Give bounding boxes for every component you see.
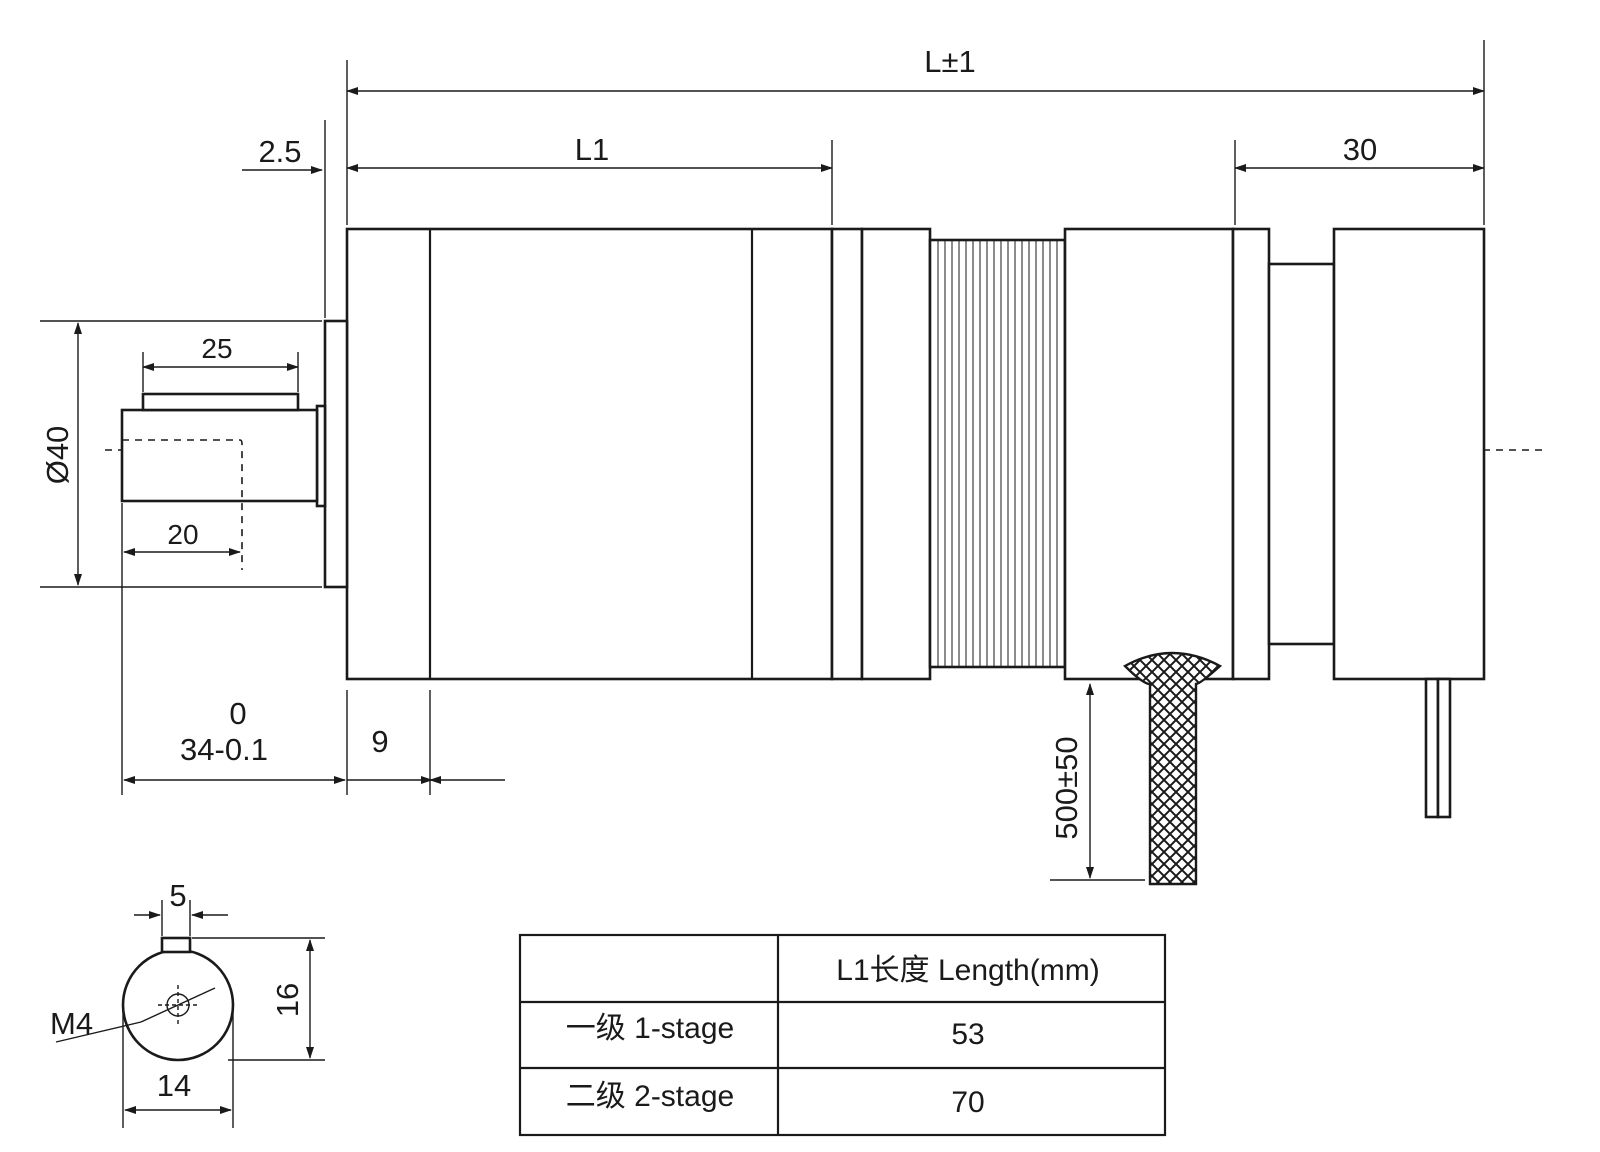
table-row-2-label: 二级 2-stage: [566, 1080, 734, 1113]
lead-wires: [1424, 677, 1452, 819]
shaft-flat-label: 16: [270, 983, 305, 1017]
flange-gap-label: 2.5: [258, 134, 301, 169]
l1-label: L1: [575, 132, 609, 167]
table-row-1-value: 53: [951, 1018, 984, 1051]
shaft-depth-label: 20: [167, 519, 198, 550]
shaft-dia-label: 14: [157, 1068, 191, 1103]
key-length-label: 25: [201, 333, 232, 364]
gearbox-body: [345, 227, 932, 681]
table-header: L1长度 Length(mm): [836, 954, 1099, 987]
shaft-end-view: [55, 936, 235, 1062]
cable-length-label: 500±50: [1049, 736, 1084, 839]
shaft-assembly: [120, 319, 349, 589]
thread-label: M4: [50, 1006, 93, 1041]
front-plate-label: 9: [371, 724, 388, 759]
rear-length-label: 30: [1343, 132, 1377, 167]
length-table: [518, 933, 1167, 1137]
shaft-tol-upper-label: 0: [229, 696, 246, 731]
diameter-label: Ø40: [40, 426, 75, 485]
motor-rear-body: [1063, 227, 1486, 681]
table-row-1-label: 一级 1-stage: [566, 1012, 734, 1045]
shaft-length-label: 34-0.1: [180, 732, 268, 767]
key-width-label: 5: [169, 878, 186, 913]
table-row-2-value: 70: [951, 1086, 984, 1119]
motor-finned-section: [928, 238, 1067, 669]
cable: [1123, 651, 1223, 886]
overall-length-label: L±1: [924, 44, 976, 79]
